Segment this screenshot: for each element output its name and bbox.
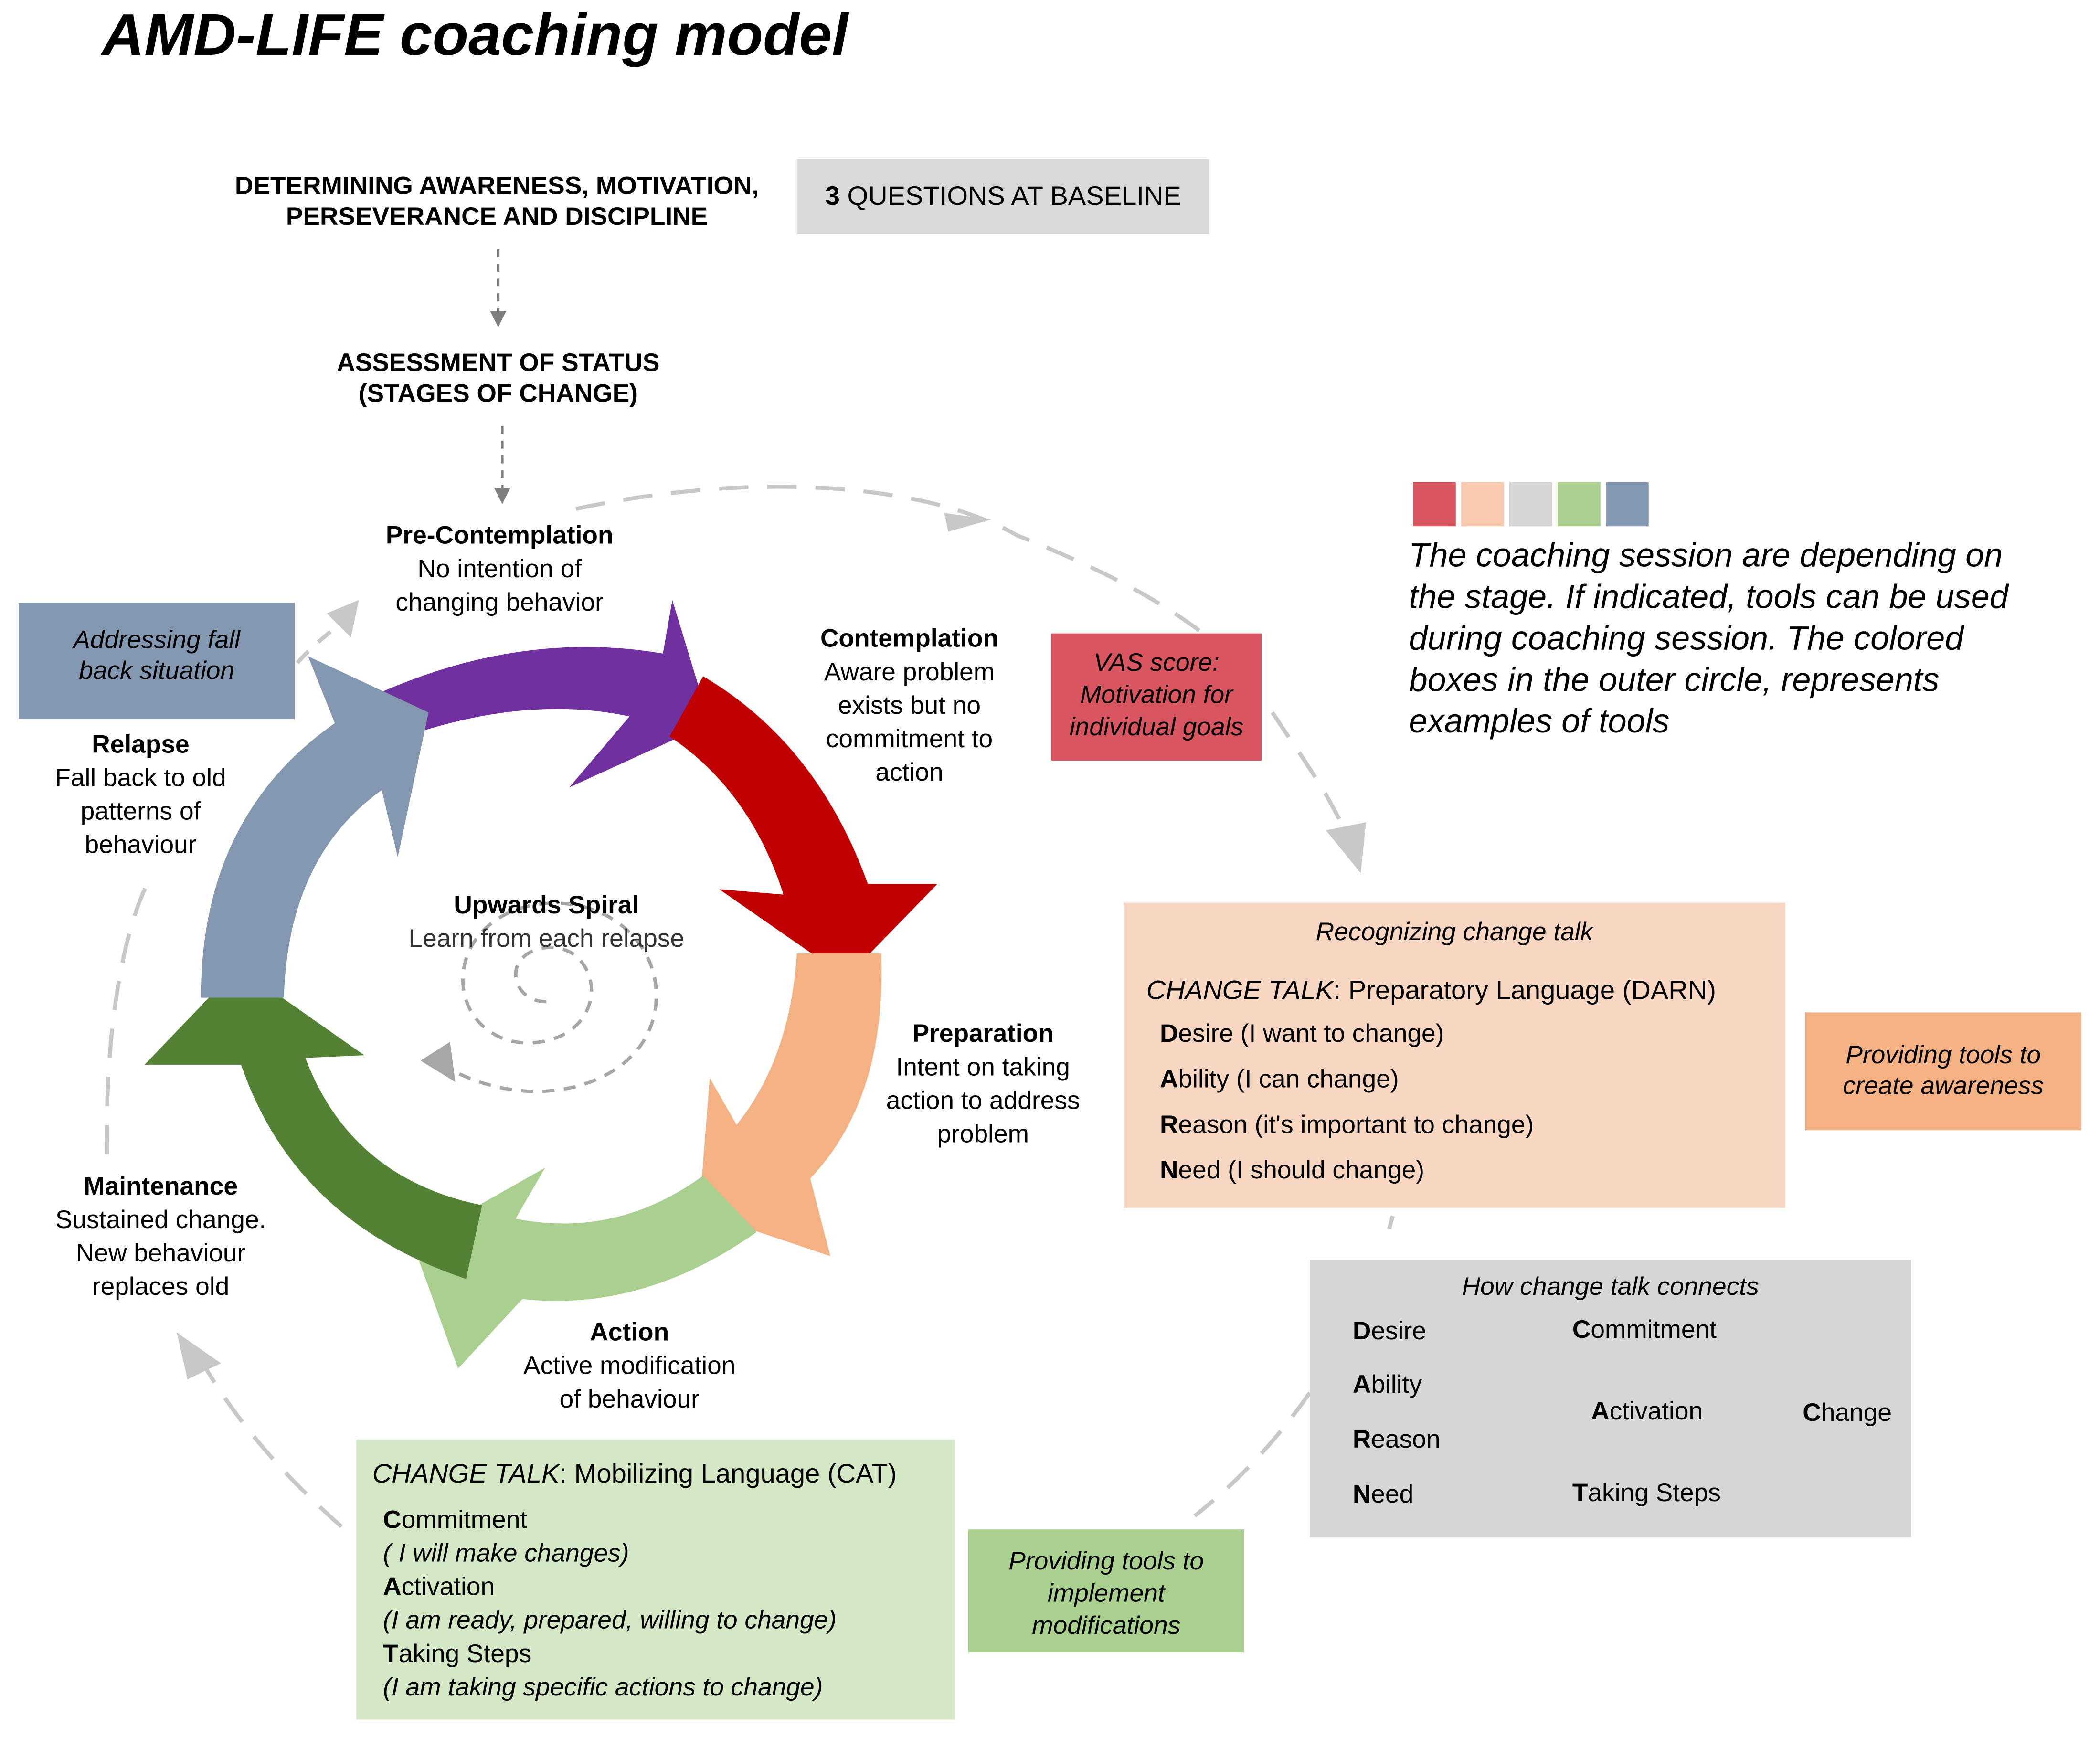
darn-box: Recognizing change talk CHANGE TALK: Pre…	[1124, 902, 1785, 1208]
darn-heading: Recognizing change talk	[1315, 919, 1593, 947]
net-word-activation: Activation	[1591, 1398, 1703, 1427]
net-word-reason: Reason	[1352, 1426, 1441, 1455]
net-word-taking-steps: Taking Steps	[1572, 1480, 1721, 1508]
legend-swatch-red	[1413, 482, 1456, 527]
darn-item: Ability (I can change)	[1159, 1066, 1399, 1094]
cat-item: Commitment	[383, 1506, 528, 1535]
stage-name: Maintenance	[84, 1173, 238, 1201]
stage-preparation: Preparation Intent on taking action to a…	[870, 1018, 1095, 1152]
stage-name: Pre-Contemplation	[385, 522, 614, 551]
cat-change-talk-line: CHANGE TALK: Mobilizing Language (CAT)	[372, 1460, 897, 1491]
stage-name: Contemplation	[820, 625, 998, 654]
cycle-arrow-action	[412, 1167, 757, 1369]
legend-swatch-slate	[1605, 482, 1649, 527]
stage-description: Active modification of behaviour	[523, 1352, 736, 1414]
net-word-desire: Desire	[1352, 1317, 1426, 1346]
tool-box-fallback: Addressing fall back situation	[19, 603, 295, 720]
outer-arrowhead-top	[944, 513, 991, 532]
stage-action: Action Active modification of behaviour	[498, 1316, 761, 1417]
change-talk-label: CHANGE TALK	[372, 1460, 560, 1489]
darn-item: Desire (I want to change)	[1159, 1020, 1444, 1049]
stage-name: Relapse	[92, 731, 190, 760]
legend-text: The coaching session are depending on th…	[1409, 537, 2008, 741]
stage-precontemplation: Pre-Contemplation No intention of changi…	[351, 519, 648, 620]
stage-description: Fall back to old patterns of behaviour	[55, 764, 226, 860]
outer-arrowhead-upper-left	[327, 600, 359, 638]
spiral-label: Upwards Spiral Learn from each relapse	[388, 889, 704, 956]
cat-item-note: (I am ready, prepared, willing to change…	[383, 1607, 837, 1635]
stage-description: Intent on taking action to address probl…	[886, 1054, 1080, 1149]
tool-box-awareness: Providing tools to create awareness	[1805, 1012, 2081, 1131]
spiral-name: Upwards Spiral	[454, 891, 639, 920]
stage-maintenance: Maintenance Sustained change. New behavi…	[27, 1170, 295, 1304]
cat-item: Activation	[383, 1573, 495, 1602]
net-word-ability: Ability	[1352, 1371, 1422, 1400]
darn-item: Need (I should change)	[1159, 1157, 1424, 1186]
outer-dash-connect	[1385, 1215, 1395, 1236]
change-talk-type: : Preparatory Language (DARN)	[1333, 976, 1717, 1006]
cat-item-note: (I am taking specific actions to change)	[383, 1674, 823, 1702]
inner-spiral	[434, 901, 658, 1093]
darn-item: Reason (it's important to change)	[1159, 1111, 1534, 1140]
cat-item: Taking Steps	[383, 1640, 532, 1669]
legend-swatch-green	[1557, 482, 1601, 527]
outer-dash-left	[105, 883, 149, 1154]
cycle-arrow-relapse	[201, 656, 429, 998]
connects-box: How change talk connects	[1310, 1260, 1911, 1537]
cycle-arrow-maintenance	[144, 967, 482, 1279]
stage-description: Aware problem exists but no commitment t…	[824, 658, 995, 788]
assessment-heading: ASSESSMENT OF STATUS (STAGES OF CHANGE)	[337, 350, 660, 409]
stage-name: Preparation	[912, 1020, 1054, 1049]
tool-box-vas: VAS score: Motivation for individual goa…	[1051, 633, 1262, 761]
change-talk-label: CHANGE TALK	[1146, 976, 1334, 1006]
outer-dash-lower-right	[1193, 1391, 1312, 1518]
outer-dash-top	[575, 485, 1261, 685]
baseline-count: 3	[825, 182, 840, 212]
stage-name: Action	[590, 1319, 669, 1347]
stage-relapse: Relapse Fall back to old patterns of beh…	[27, 729, 255, 862]
outer-dash-lower-left	[196, 1354, 343, 1528]
determining-heading: DETERMINING AWARENESS, MOTIVATION, PERSE…	[234, 172, 759, 232]
outer-arrowhead-lower-left	[177, 1332, 221, 1379]
spiral-description: Learn from each relapse	[408, 925, 685, 954]
darn-change-talk-line: CHANGE TALK: Preparatory Language (DARN)	[1146, 976, 1716, 1007]
cat-box: CHANGE TALK: Mobilizing Language (CAT) C…	[356, 1440, 955, 1720]
cat-item-note: ( I will make changes)	[383, 1540, 629, 1568]
cycle-arrow-preparation	[699, 953, 882, 1256]
baseline-text: QUESTIONS AT BASELINE	[839, 182, 1181, 212]
stage-description: Sustained change. New behaviour replaces…	[55, 1207, 266, 1302]
tool-box-implement: Providing tools to implement modificatio…	[968, 1529, 1244, 1653]
cycle-arrow-contemplation	[669, 676, 938, 978]
outer-arrowhead-right	[1326, 822, 1366, 873]
connects-heading: How change talk connects	[1462, 1273, 1759, 1302]
baseline-questions-box: 3 QUESTIONS AT BASELINE	[796, 159, 1209, 234]
change-talk-type: : Mobilizing Language (CAT)	[559, 1460, 897, 1489]
cat-list: Commitment ( I will make changes) Activa…	[383, 1504, 837, 1705]
legend-swatch-peach	[1461, 482, 1504, 527]
net-word-commitment: Commitment	[1572, 1316, 1717, 1345]
spiral-arrowhead	[420, 1042, 456, 1082]
cycle-arrow-precontemplation	[377, 600, 710, 788]
stage-contemplation: Contemplation Aware problem exists but n…	[798, 623, 1021, 790]
net-word-need: Need	[1352, 1481, 1414, 1510]
net-word-change: Change	[1803, 1399, 1892, 1428]
diagram-title: AMD-LIFE coaching model	[102, 2, 848, 69]
darn-list: Desire (I want to change) Ability (I can…	[1160, 1012, 1534, 1194]
stage-description: No intention of changing behavior	[395, 555, 604, 618]
legend-swatch-gray	[1509, 482, 1552, 527]
